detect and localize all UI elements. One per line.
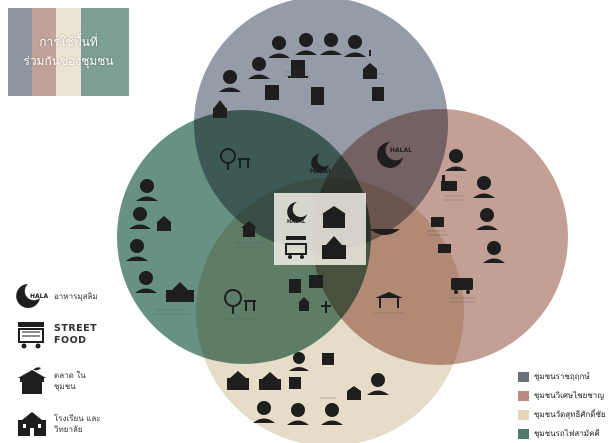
person-icon (253, 401, 275, 423)
svg-text:HALAL: HALAL (390, 147, 412, 154)
halal-icon: HALAL (310, 154, 332, 175)
building-icon (289, 279, 301, 293)
halal-icon: HALAL (287, 202, 307, 225)
factory-icon (438, 244, 451, 253)
person-icon (344, 35, 366, 57)
legend-label: ตลาด ในชุมชน (54, 371, 86, 391)
legend-item-community-2: ชุมชนวิเศษไชยชาญ (518, 389, 604, 402)
legend-label: ชุมชนรถไฟสามัคคี (534, 429, 600, 438)
person-icon (320, 33, 342, 55)
school-icon (166, 282, 194, 302)
title-line-2: ร่วมกันของชุมชน (23, 54, 114, 68)
building-icon (265, 85, 279, 100)
title-box: การใช้พื้นที่ ร่วมกันของชุมชน (8, 8, 129, 96)
person-icon (367, 373, 389, 395)
building-icon (309, 275, 323, 288)
halal-icon: HALAL (377, 142, 412, 168)
title-stripe (104, 8, 129, 96)
legend-label: ชุมชนวิเศษไชยชาญ (534, 391, 605, 400)
school-icon (18, 412, 46, 436)
title-stripe (56, 8, 81, 96)
legend-item-halal: HALAL อาหารมุสลิม (16, 282, 98, 310)
halal-icon: HALAL (16, 284, 48, 308)
market-icon (18, 367, 46, 394)
market-icon (322, 206, 346, 228)
legend-swatch (518, 409, 529, 420)
title-line-1: การใช้พื้นที่ (39, 35, 98, 49)
page-title: การใช้พื้นที่ ร่วมกันของชุมชน (8, 8, 129, 96)
svg-text:HALAL: HALAL (287, 219, 306, 225)
person-icon (483, 241, 505, 263)
person-icon (219, 70, 241, 92)
legend-label: โรงเรียน และวิทยาลัย (54, 414, 101, 434)
person-icon (136, 179, 158, 201)
building-icon (311, 87, 324, 105)
church-icon (363, 50, 377, 79)
svg-text:HALAL: HALAL (30, 293, 48, 300)
building-icon (288, 60, 308, 78)
factory-icon (441, 175, 457, 191)
legend-item-community-1: ชุมชนราชฤฤกษ์ (518, 370, 590, 383)
person-icon (321, 403, 343, 425)
person-icon (248, 57, 270, 79)
church-icon (157, 210, 171, 231)
legend-item-school: โรงเรียน และวิทยาลัย (16, 410, 104, 438)
person-icon (473, 176, 495, 198)
bus-icon (451, 278, 473, 294)
person-icon (476, 208, 498, 230)
church-icon (321, 301, 331, 313)
person-icon (287, 403, 309, 425)
shrine-icon (375, 292, 403, 308)
legend-item-community-4: ชุมชนรถไฟสามัคคี (518, 427, 600, 440)
person-icon (268, 36, 290, 58)
school-icon (259, 372, 281, 390)
building-icon (322, 353, 334, 365)
street-food-cart-icon (285, 236, 307, 259)
park-icon (224, 289, 256, 314)
legend-label: อาหารมุสลิม (54, 291, 98, 301)
factory-icon (431, 217, 444, 227)
legend-swatch (518, 371, 529, 382)
building-icon (372, 87, 384, 101)
legend-label: STREET FOOD (54, 323, 98, 346)
church-icon (298, 297, 310, 311)
street-food-cart-icon (18, 322, 44, 349)
boat-icon (370, 229, 400, 235)
person-icon (289, 352, 309, 371)
school-icon (227, 371, 249, 390)
legend-item-market: ตลาด ในชุมชน (16, 366, 100, 396)
person-icon (126, 239, 148, 261)
legend-label: ชุมชนราชฤฤกษ์ (534, 372, 590, 381)
park-icon (220, 148, 250, 170)
legend-swatch (518, 428, 529, 439)
legend-swatch (518, 390, 529, 401)
legend-item-community-3: ชุมชนวัดสุทธิศักดิ์ชัย (518, 408, 606, 421)
house-icon (241, 221, 257, 237)
church-icon (347, 380, 361, 400)
title-stripe (32, 8, 57, 96)
legend-label: ชุมชนวัดสุทธิศักดิ์ชัย (534, 410, 606, 419)
title-stripe (8, 8, 33, 96)
svg-text:HALAL: HALAL (310, 168, 332, 175)
person-icon (445, 149, 467, 171)
title-stripe (80, 8, 105, 96)
person-icon (129, 207, 151, 229)
temple-icon (213, 100, 227, 118)
legend-item-street-food: STREET FOOD (16, 320, 104, 350)
school-icon (322, 236, 346, 259)
building-icon (289, 377, 301, 389)
circle-bottom (196, 178, 464, 443)
person-icon (295, 33, 317, 55)
person-icon (135, 271, 157, 293)
